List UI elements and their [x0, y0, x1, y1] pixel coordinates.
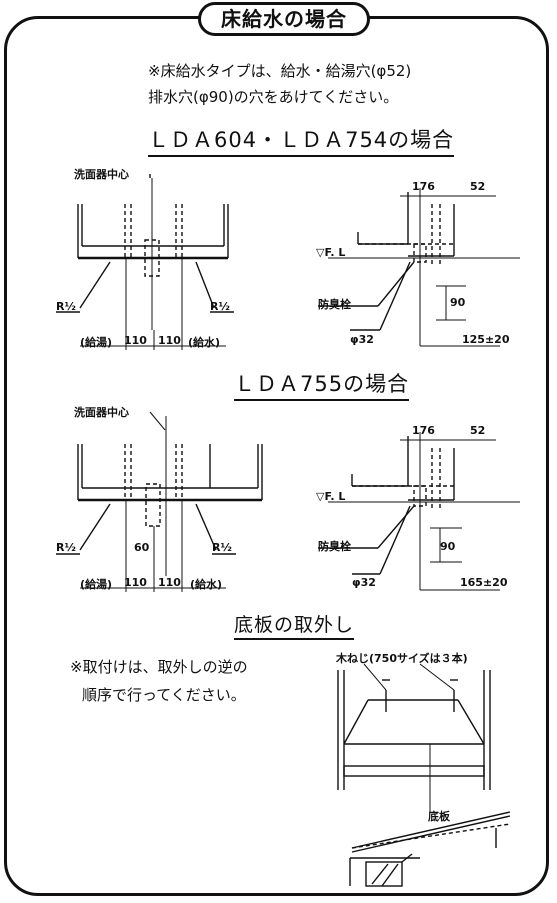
- s1-center-label: 洗面器中心: [74, 168, 129, 181]
- s2-dim-90: 90: [440, 540, 456, 553]
- s1-trap: 防臭栓: [318, 298, 351, 311]
- s2-trap: 防臭栓: [318, 540, 351, 553]
- s2-r-left: R½: [56, 541, 76, 554]
- s3-screw-label: 木ねじ(750サイズは３本): [336, 652, 468, 665]
- s2-dim-32: φ32: [352, 576, 376, 589]
- s2-dim-110b: 110: [158, 576, 181, 589]
- page-title: 床給水の場合: [198, 2, 370, 36]
- s2-center-label: 洗面器中心: [74, 406, 129, 419]
- s3-note-2: 順序で行ってください。: [82, 686, 246, 704]
- s3-note-1: ※取付けは、取外しの逆の: [70, 658, 248, 676]
- s2-side-view: [318, 432, 520, 591]
- s1-dim-110b: 110: [158, 334, 181, 347]
- s1-dim-90: 90: [450, 296, 466, 309]
- s3-removal-detail: [349, 811, 511, 887]
- s1-dim-125: 125±20: [462, 333, 510, 346]
- s2-fl: ▽F. L: [316, 490, 346, 503]
- s1-dim-110a: 110: [124, 334, 147, 347]
- s1-dim-52: 52: [470, 180, 486, 193]
- s1-r-left: R½: [56, 300, 76, 313]
- s1-side-view: [318, 188, 520, 347]
- s1-fl: ▽F. L: [316, 246, 346, 259]
- s1-front-view: [56, 174, 234, 350]
- s2-r-right: R½: [212, 541, 232, 554]
- section3-heading: 底板の取外し: [234, 610, 355, 640]
- note-line-2: 排水穴(φ90)の穴をあけてください。: [148, 88, 399, 106]
- s2-dim-52: 52: [470, 424, 486, 437]
- section1-heading: ＬＤＡ604・ＬＤＡ754の場合: [148, 124, 455, 157]
- s1-dim-176: 176: [412, 180, 435, 193]
- note-line-1: ※床給水タイプは、給水・給湯穴(φ52): [148, 62, 412, 80]
- s3-board-label: 底板: [428, 810, 450, 823]
- s2-dim-176: 176: [412, 424, 435, 437]
- s1-dim-32: φ32: [350, 333, 374, 346]
- s2-front-view: [56, 411, 263, 592]
- s1-r-right: R½: [210, 300, 230, 313]
- s2-dim-110a: 110: [124, 576, 147, 589]
- s3-cabinet: [337, 663, 491, 812]
- s2-dim-165: 165±20: [460, 576, 508, 589]
- s2-dim-60: 60: [134, 541, 150, 554]
- section2-heading: ＬＤＡ755の場合: [234, 368, 410, 401]
